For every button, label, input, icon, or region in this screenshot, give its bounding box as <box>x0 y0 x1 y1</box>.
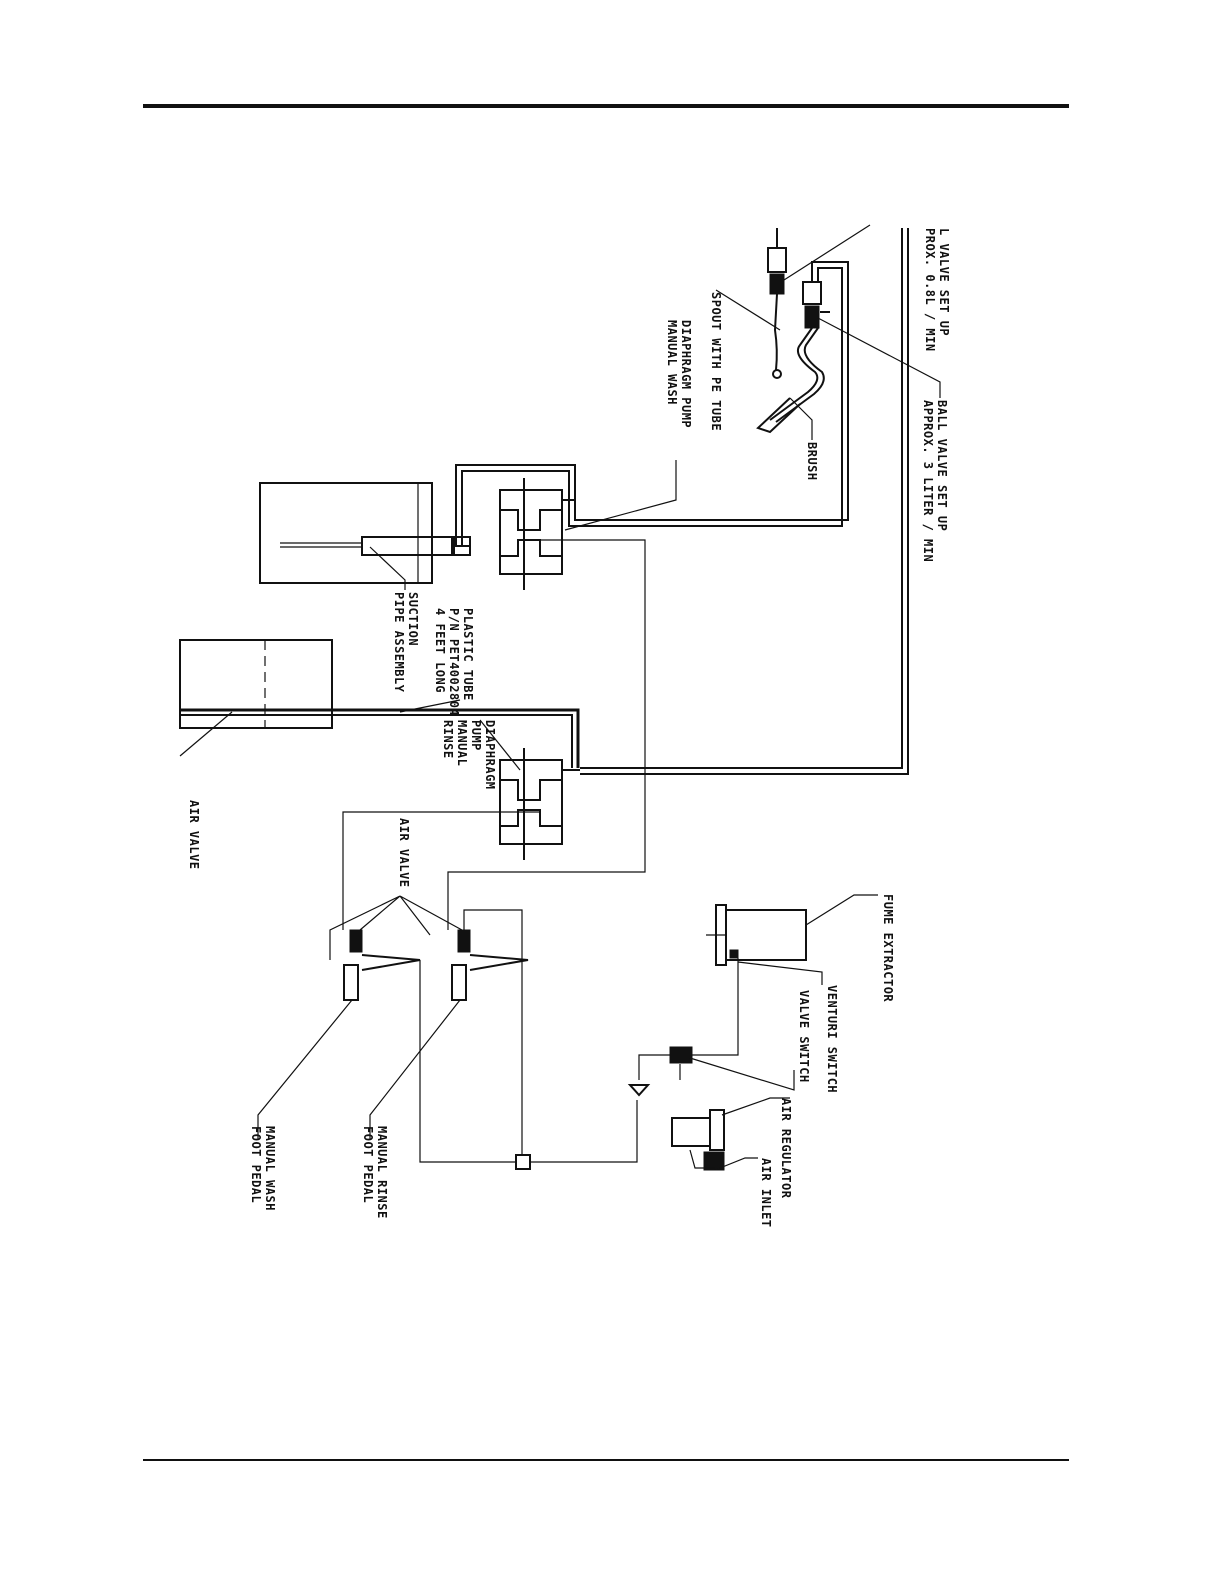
label-ball-valve-top-2: PROX. 0.8L / MIN <box>923 228 937 352</box>
air-supply-lines <box>419 909 739 1170</box>
header-rule <box>143 104 1069 108</box>
brush-valve <box>756 281 830 434</box>
label-rinse-pedal-2: FOOT PEDAL <box>361 1126 375 1203</box>
suction-pipe-assembly <box>259 464 576 584</box>
label-wash-pedal-1: MANUAL WASH <box>263 1126 277 1211</box>
label-air-regulator: AIR REGULATOR <box>779 1098 793 1199</box>
label-wash-pump-2: MANUAL WASH <box>665 320 679 405</box>
foot-pedal-rinse <box>369 929 529 1140</box>
wash-outlet-lines <box>568 261 849 527</box>
plastic-tube-assembly <box>179 639 580 768</box>
label-ball-valve-1: BALL VALVE SET UP <box>935 400 949 531</box>
label-suction-1: SUCTION <box>406 592 420 646</box>
label-air-inlet: AIR INLET <box>759 1158 773 1228</box>
label-rinse-pedal-1: MANUAL RINSE <box>375 1126 389 1219</box>
label-rinse-pump-4: RINSE <box>441 720 455 759</box>
label-rinse-pump-1: DIAPHRAGM <box>483 720 497 790</box>
label-brush: BRUSH <box>805 442 819 481</box>
spout-valve <box>767 228 787 379</box>
main-water-tube <box>580 228 909 775</box>
label-ball-valve-top-1: L VALVE SET UP <box>937 228 951 336</box>
labels: L VALVE SET UP PROX. 0.8L / MIN BALL VAL… <box>187 228 951 1228</box>
label-plastic-tube-2: P/N PET4002804 <box>447 608 461 716</box>
label-air-valve-left: AIR VALVE <box>187 800 201 870</box>
foot-pedal-wash <box>257 929 421 1140</box>
fume-extractor <box>706 904 807 966</box>
label-venturi-switch: VENTURI SWITCH <box>825 985 839 1093</box>
label-fume-extractor: FUME EXTRACTOR <box>881 894 895 1002</box>
label-ball-valve-2: APPROX. 3 LITER / MIN <box>921 400 935 562</box>
air-regulator <box>671 1064 725 1171</box>
label-rinse-pump-3: MANUAL <box>455 720 469 766</box>
label-air-valve-mid: AIR VALVE <box>397 818 411 888</box>
label-valve-switch: VALVE SWITCH <box>797 990 811 1083</box>
diaphragm-pump-rinse <box>342 748 580 930</box>
label-plastic-tube-3: 4 FEET LONG <box>433 608 447 693</box>
leader-lines <box>369 224 941 1171</box>
footer-rule <box>143 1459 1069 1461</box>
label-wash-pump-1: DIAPHRAGM PUMP <box>679 320 693 428</box>
label-plastic-tube-1: PLASTIC TUBE <box>461 608 475 701</box>
label-rinse-pump-2: PUMP <box>469 720 483 751</box>
label-spout: SPOUT WITH PE TUBE <box>709 292 723 431</box>
diaphragm-pump-wash <box>447 478 646 930</box>
air-valve-leader-lines <box>329 895 463 960</box>
label-wash-pedal-2: FOOT PEDAL <box>249 1126 263 1203</box>
label-suction-2: PIPE ASSEMBLY <box>392 592 406 693</box>
